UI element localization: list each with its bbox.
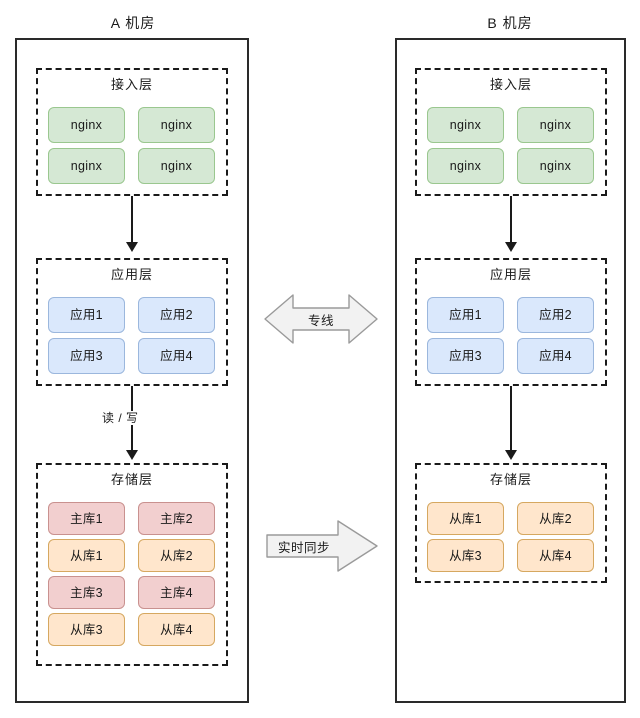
dc-a-access-node-nginx-3[interactable]: nginx (48, 148, 125, 184)
datacenter-b-title: B 机房 (487, 15, 533, 31)
dc-b-application-layer-title: 应用层 (489, 267, 532, 282)
dc-b-app-to-storage-line (510, 386, 512, 452)
datacenter-a-title: A 机房 (110, 15, 156, 31)
dc-a-app-node-3[interactable]: 应用3 (48, 338, 125, 374)
right-arrow-icon (266, 520, 378, 572)
dc-b-access-layer-title: 接入层 (489, 77, 532, 92)
bidirectional-arrow-icon (264, 294, 378, 344)
dc-a-app-node-2[interactable]: 应用2 (138, 297, 215, 333)
dc-b-access-to-app-arrowhead (505, 242, 517, 252)
dc-b-access-node-nginx-3[interactable]: nginx (427, 148, 504, 184)
dc-a-application-layer-title: 应用层 (110, 267, 153, 282)
dc-a-storage-layer-title: 存储层 (110, 472, 153, 487)
dc-a-storage-node-6[interactable]: 主库4 (138, 576, 215, 609)
dc-a-access-to-app-arrowhead (126, 242, 138, 252)
dc-a-storage-node-3[interactable]: 从库1 (48, 539, 125, 572)
dc-b-app-node-3[interactable]: 应用3 (427, 338, 504, 374)
dc-a-storage-node-1[interactable]: 主库1 (48, 502, 125, 535)
dc-b-storage-node-4[interactable]: 从库4 (517, 539, 594, 572)
dc-a-storage-node-4[interactable]: 从库2 (138, 539, 215, 572)
dedicated-line-arrow: 专线 (264, 290, 378, 348)
realtime-sync-label: 实时同步 (278, 540, 331, 555)
dc-b-storage-layer-title: 存储层 (489, 472, 532, 487)
dc-a-access-layer-title: 接入层 (110, 77, 153, 92)
dc-a-storage-node-5[interactable]: 主库3 (48, 576, 125, 609)
dedicated-line-label: 专线 (307, 313, 334, 328)
dc-b-access-node-nginx-1[interactable]: nginx (427, 107, 504, 143)
dc-b-access-to-app-line (510, 196, 512, 244)
dc-a-storage-node-7[interactable]: 从库3 (48, 613, 125, 646)
dc-b-app-node-2[interactable]: 应用2 (517, 297, 594, 333)
dc-b-access-node-nginx-4[interactable]: nginx (517, 148, 594, 184)
realtime-sync-arrow: 实时同步 (266, 518, 378, 574)
dc-b-storage-node-2[interactable]: 从库2 (517, 502, 594, 535)
dc-a-app-to-storage-label: 读 / 写 (100, 411, 141, 425)
dc-b-app-node-1[interactable]: 应用1 (427, 297, 504, 333)
dc-b-access-node-nginx-2[interactable]: nginx (517, 107, 594, 143)
dc-a-access-node-nginx-1[interactable]: nginx (48, 107, 125, 143)
dc-a-access-node-nginx-4[interactable]: nginx (138, 148, 215, 184)
dc-a-app-to-storage-arrowhead (126, 450, 138, 460)
dc-a-app-node-4[interactable]: 应用4 (138, 338, 215, 374)
dc-b-storage-node-3[interactable]: 从库3 (427, 539, 504, 572)
dc-a-app-node-1[interactable]: 应用1 (48, 297, 125, 333)
dc-a-storage-node-8[interactable]: 从库4 (138, 613, 215, 646)
dc-b-app-node-4[interactable]: 应用4 (517, 338, 594, 374)
dc-b-storage-node-1[interactable]: 从库1 (427, 502, 504, 535)
dc-b-app-to-storage-arrowhead (505, 450, 517, 460)
dc-a-access-node-nginx-2[interactable]: nginx (138, 107, 215, 143)
dc-a-access-to-app-line (131, 196, 133, 244)
dc-a-storage-node-2[interactable]: 主库2 (138, 502, 215, 535)
